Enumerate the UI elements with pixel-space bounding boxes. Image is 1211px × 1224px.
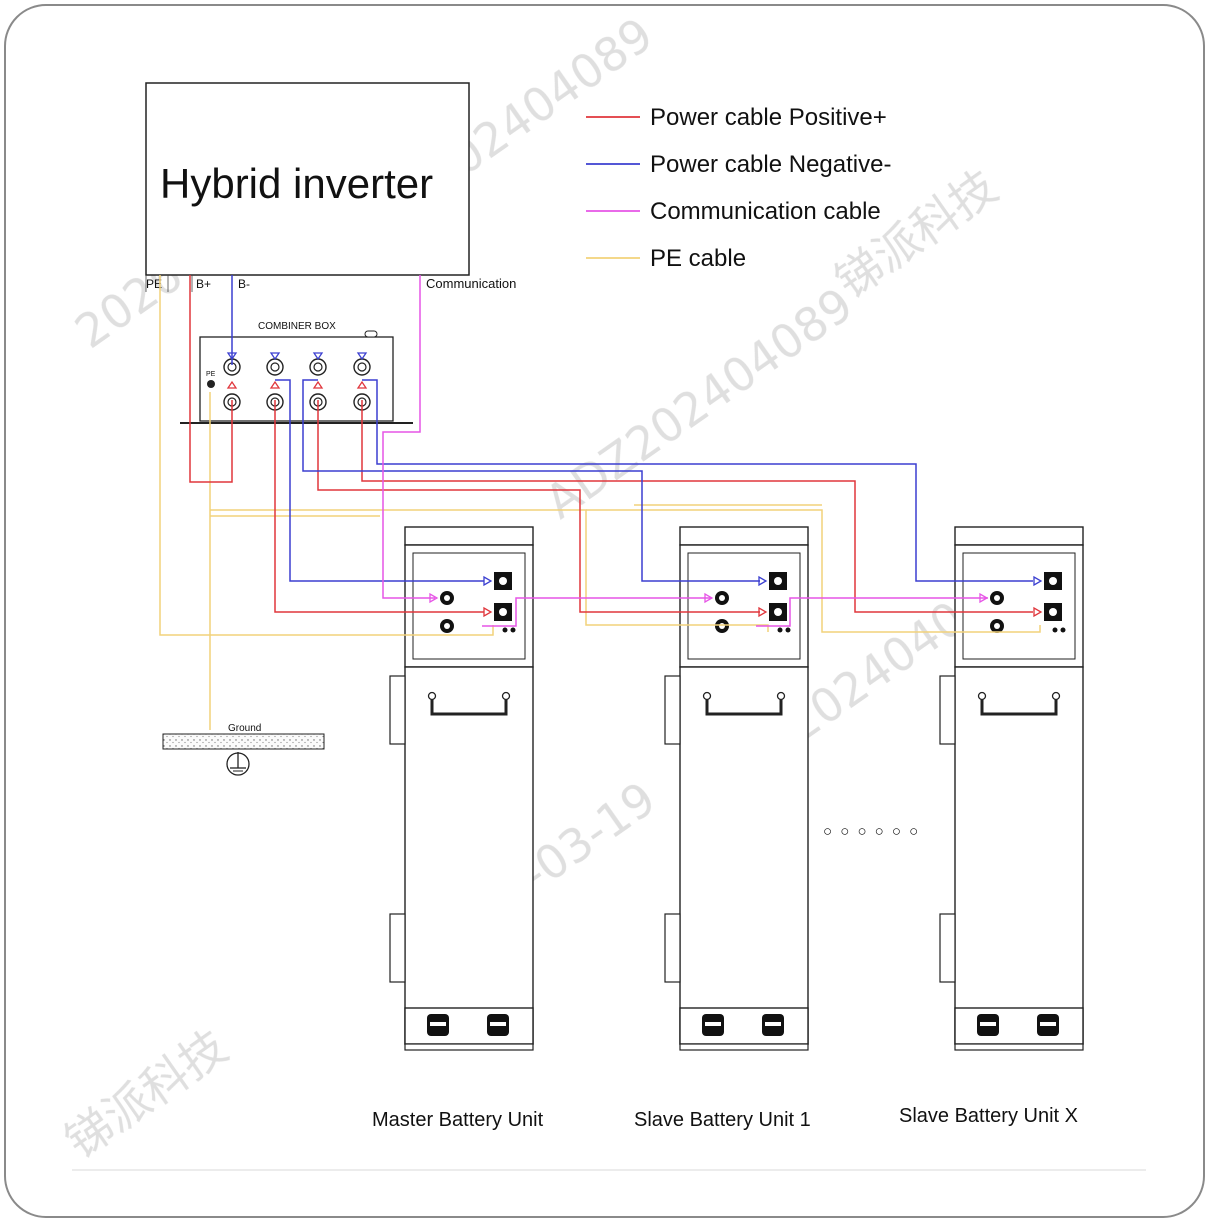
unit-label-master: Master Battery Unit: [372, 1109, 544, 1131]
battery-feet: [404, 1043, 534, 1051]
battery-top-module: [954, 544, 1084, 668]
legend-label-positive: Power cable Positive+: [650, 104, 887, 131]
battery-cabinet: [664, 526, 809, 1051]
battery-side-bracket: [389, 675, 406, 745]
ground-label: Ground: [228, 723, 261, 734]
battery-base: [954, 1007, 1084, 1045]
battery-top-module: [404, 544, 534, 668]
battery-panel: [687, 552, 801, 660]
combiner-box-title: COMBINER BOX: [258, 321, 336, 332]
battery-side-bracket: [389, 913, 406, 983]
legend-label-negative: Power cable Negative-: [650, 151, 891, 178]
terminal-communication-label: Communication: [426, 276, 516, 291]
unit-label-slave-1: Slave Battery Unit 1: [634, 1109, 811, 1131]
legend-label-communication: Communication cable: [650, 198, 881, 225]
combiner-port-connector: [353, 380, 371, 411]
positive-cables: [189, 275, 1033, 613]
battery-handle: [980, 695, 1058, 716]
battery-lid: [954, 526, 1084, 546]
battery-base: [679, 1007, 809, 1045]
battery-body: [404, 666, 534, 1045]
ground-symbol: Ground: [162, 723, 325, 776]
combiner-box: COMBINER BOX PE: [180, 321, 413, 424]
battery-feet: [679, 1043, 809, 1051]
combiner-pe-terminal: [207, 380, 215, 388]
battery-cabinet: [389, 526, 534, 1051]
battery-side-bracket: [664, 913, 681, 983]
terminal-pe-label: PE: [146, 277, 162, 291]
battery-cabinet: [939, 526, 1084, 1051]
pe-cables: [159, 275, 1041, 730]
watermark-company: 锑派科技: [825, 159, 1007, 309]
battery-lid: [404, 526, 534, 546]
terminal-bplus-label: B+: [196, 277, 211, 291]
battery-units: [389, 526, 1084, 1051]
negative-cables: [231, 275, 1033, 582]
combiner-port-connector: [309, 352, 327, 376]
battery-base: [404, 1007, 534, 1045]
terminal-bminus-label: B-: [238, 277, 250, 291]
cables: [159, 275, 1041, 730]
hybrid-inverter-box: [145, 82, 470, 276]
battery-feet: [954, 1043, 1084, 1051]
battery-side-bracket: [664, 675, 681, 745]
battery-handle: [705, 695, 783, 716]
inverter-title: Hybrid inverter: [160, 160, 433, 207]
combiner-pe-label: PE: [206, 371, 216, 378]
battery-handle: [430, 695, 508, 716]
combiner-port-connector: [223, 352, 241, 376]
battery-side-bracket: [939, 913, 956, 983]
unit-label-slave-x: Slave Battery Unit X: [899, 1105, 1078, 1127]
combiner-port-connector: [353, 352, 371, 376]
battery-panel: [412, 552, 526, 660]
more-units-ellipsis: ○ ○ ○ ○ ○ ○: [823, 823, 920, 840]
watermark-company: 锑派科技: [55, 1019, 237, 1169]
communication-cables: [382, 275, 988, 627]
battery-body: [679, 666, 809, 1045]
battery-top-module: [679, 544, 809, 668]
battery-body: [954, 666, 1084, 1045]
watermark-code: ADZ202404089: [535, 277, 862, 529]
battery-panel: [962, 552, 1076, 660]
legend: Power cable Positive+ Power cable Negati…: [586, 104, 891, 272]
battery-lid: [679, 526, 809, 546]
combiner-port-connector: [266, 352, 284, 376]
battery-side-bracket: [939, 675, 956, 745]
legend-label-pe: PE cable: [650, 245, 746, 272]
